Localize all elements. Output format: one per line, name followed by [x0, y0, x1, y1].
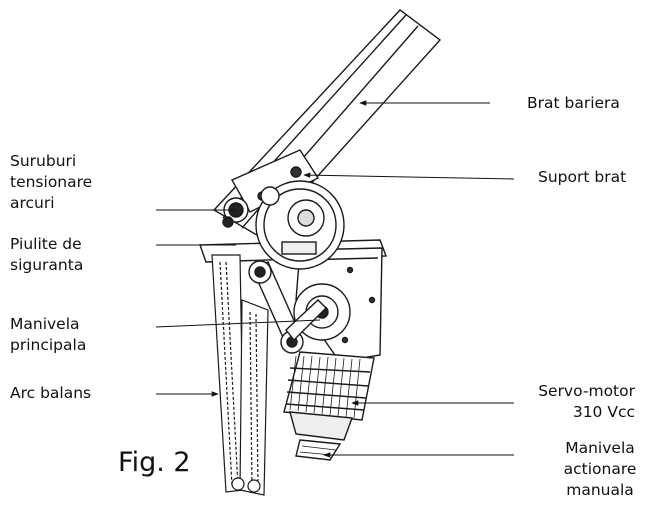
label-piulite-line1: Piulite de	[10, 235, 82, 253]
manual-crank	[295, 439, 342, 461]
label-suruburi-line1: Suruburi	[10, 152, 77, 170]
label-suport-brat: Suport brat	[538, 168, 627, 186]
gear-hub	[255, 180, 345, 270]
label-arc-balans: Arc balans	[10, 384, 92, 402]
label-suruburi-line2: tensionare	[10, 173, 93, 191]
label-manivela-manuala-line2: actionare	[563, 460, 637, 478]
leader-suport-brat	[303, 172, 515, 180]
label-manivela-manuala-line3: manuala	[566, 481, 634, 499]
balance-spring	[211, 254, 269, 496]
servo-motor	[283, 351, 375, 441]
figure-caption: Fig. 2	[118, 447, 191, 478]
label-manivela-manuala-line1: Manivela	[565, 439, 635, 457]
leader-manivela-principala	[155, 319, 321, 328]
label-suruburi-line3: arcuri	[10, 194, 55, 212]
label-manivela-actionare-manuala: Manivela actionare manuala	[552, 438, 648, 501]
label-piulite-line2: siguranta	[10, 256, 84, 274]
label-servo-motor-line2: 310 Vcc	[572, 403, 635, 421]
leader-lines	[155, 100, 515, 458]
label-manivela-principala: Manivela principala	[10, 314, 86, 356]
label-manivela-principala-line1: Manivela	[10, 315, 80, 333]
label-servo-motor-line1: Servo-motor	[538, 382, 635, 400]
main-crank	[248, 260, 351, 354]
label-servo-motor: Servo-motor 310 Vcc	[525, 381, 635, 423]
label-suruburi-tensionare-arcuri: Suruburi tensionare arcuri	[10, 151, 92, 214]
label-piulite-de-siguranta: Piulite de siguranta	[10, 234, 83, 276]
label-brat-bariera: Brat bariera	[527, 94, 620, 112]
label-manivela-principala-line2: principala	[10, 336, 87, 354]
